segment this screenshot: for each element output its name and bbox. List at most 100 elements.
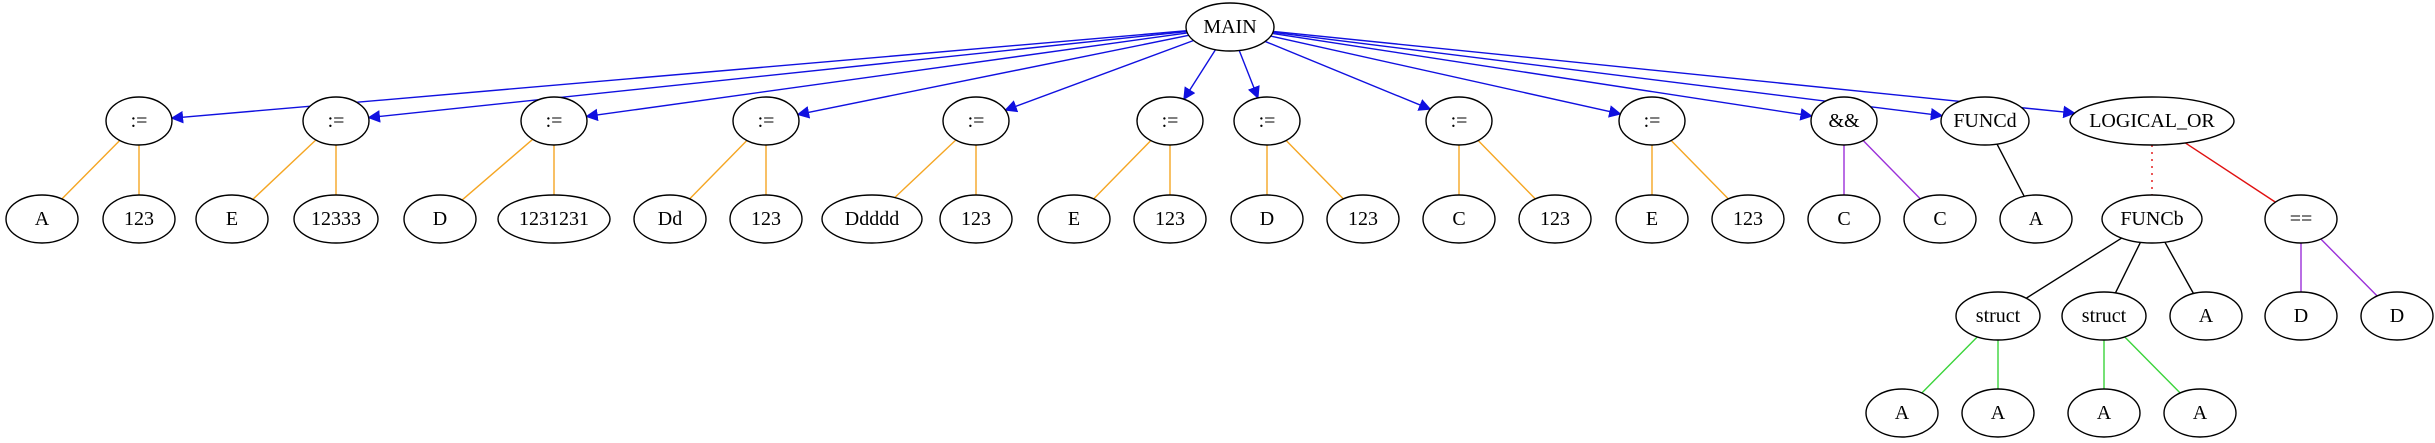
node-label: :=: [131, 110, 148, 132]
node-as1_r: 123: [102, 194, 176, 244]
node-label: :=: [1162, 110, 1179, 132]
edge-funcd-to-funcd_a: [1996, 143, 2025, 197]
node-funcb_a: A: [2169, 291, 2243, 341]
node-as8_l: C: [1422, 194, 1496, 244]
node-as6: :=: [1136, 96, 1204, 146]
node-eq_l: D: [2264, 291, 2338, 341]
node-as3_l: D: [403, 194, 477, 244]
node-label: 123: [124, 208, 154, 230]
node-label: A: [2199, 305, 2214, 327]
node-ellipse: [1230, 194, 1304, 244]
node-label: 123: [961, 208, 991, 230]
node-label: :=: [1451, 110, 1468, 132]
edge-and-to-and_r: [1862, 140, 1921, 200]
node-label: A: [2097, 402, 2112, 424]
node-label: LOGICAL_OR: [2089, 110, 2215, 132]
node-as7_l: D: [1230, 194, 1304, 244]
node-label: Dd: [658, 208, 682, 230]
node-label: struct: [1976, 305, 2021, 327]
node-ellipse: [102, 194, 176, 244]
node-lor: LOGICAL_OR: [2069, 96, 2235, 146]
node-ellipse: [1810, 96, 1878, 146]
edge-struct1-to-struct1_l: [1921, 336, 1978, 394]
node-label: :=: [1644, 110, 1661, 132]
node-and_l: C: [1807, 194, 1881, 244]
edge-funcb-to-funcb_a: [2164, 241, 2195, 294]
node-label: 123: [1540, 208, 1570, 230]
node-as5: :=: [942, 96, 1010, 146]
node-label: 123: [1155, 208, 1185, 230]
edge-main-to-as7: [1238, 50, 1260, 100]
node-label: ==: [2290, 208, 2313, 230]
node-label: 1231231: [519, 208, 589, 230]
node-label: Ddddd: [845, 208, 899, 230]
node-as4: :=: [732, 96, 800, 146]
edge-as5-to-as5_l: [894, 139, 957, 199]
node-and_r: C: [1903, 194, 1977, 244]
node-ellipse: [1326, 194, 1400, 244]
node-label: E: [226, 208, 238, 230]
node-ellipse: [732, 96, 800, 146]
edge-struct2-to-struct2_r: [2124, 336, 2181, 394]
node-label: A: [1991, 402, 2006, 424]
node-struct2_r: A: [2163, 388, 2237, 438]
node-as7: :=: [1233, 96, 1301, 146]
node-main: MAIN: [1185, 2, 1275, 52]
edge-eq-to-eq_r: [2320, 238, 2378, 297]
node-ellipse: [2101, 194, 2203, 244]
node-label: C: [1933, 208, 1946, 230]
node-as4_l: Dd: [633, 194, 707, 244]
edge-main-to-as5: [1004, 39, 1194, 113]
edge-main-to-as8: [1264, 40, 1432, 111]
node-ellipse: [1425, 96, 1493, 146]
node-as3: :=: [520, 96, 588, 146]
edge-as7-to-as7_r: [1285, 140, 1344, 200]
node-ellipse: [403, 194, 477, 244]
node-label: C: [1837, 208, 1850, 230]
node-ellipse: [1903, 194, 1977, 244]
node-ellipse: [1518, 194, 1592, 244]
node-ellipse: [2264, 194, 2338, 244]
edge-as1-to-as1_l: [61, 139, 121, 200]
node-ellipse: [302, 96, 370, 146]
node-as2: :=: [302, 96, 370, 146]
node-eq: ==: [2264, 194, 2338, 244]
node-funcb: FUNCb: [2101, 194, 2203, 244]
node-ellipse: [1865, 388, 1939, 438]
node-ellipse: [497, 194, 611, 244]
node-as5_r: 123: [939, 194, 1013, 244]
node-ellipse: [821, 194, 923, 244]
node-eq_r: D: [2360, 291, 2434, 341]
node-label: :=: [328, 110, 345, 132]
node-ellipse: [2360, 291, 2434, 341]
node-ellipse: [939, 194, 1013, 244]
node-ellipse: [105, 96, 173, 146]
node-label: E: [1068, 208, 1080, 230]
node-as3_r: 1231231: [497, 194, 611, 244]
edge-as8-to-as8_r: [1477, 140, 1536, 200]
node-label: FUNCd: [1953, 110, 2016, 132]
node-ellipse: [2169, 291, 2243, 341]
node-ellipse: [1940, 96, 2030, 146]
node-as8_r: 123: [1518, 194, 1592, 244]
edge-as2-to-as2_l: [252, 139, 317, 200]
node-ellipse: [1618, 96, 1686, 146]
node-label: E: [1646, 208, 1658, 230]
node-label: MAIN: [1203, 16, 1256, 38]
node-as9_l: E: [1615, 194, 1689, 244]
node-label: A: [2193, 402, 2208, 424]
edge-layer: [61, 30, 2378, 394]
node-funcd_a: A: [1999, 194, 2073, 244]
node-label: D: [2390, 305, 2404, 327]
node-label: D: [1260, 208, 1274, 230]
node-label: 123: [1348, 208, 1378, 230]
node-label: struct: [2082, 305, 2127, 327]
edge-main-to-as9: [1270, 35, 1622, 118]
node-ellipse: [1999, 194, 2073, 244]
edge-funcb-to-struct1: [2025, 237, 2123, 299]
node-label: :=: [1259, 110, 1276, 132]
node-label: A: [2029, 208, 2044, 230]
node-ellipse: [1185, 2, 1275, 52]
